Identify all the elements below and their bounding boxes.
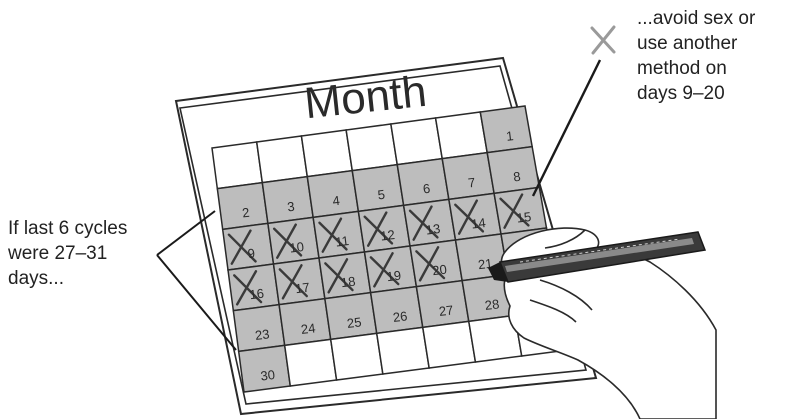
day-number: 10 [289, 239, 305, 256]
left-note-line-2: were 27–31 [8, 241, 127, 266]
left-note-line-3: days... [8, 266, 127, 291]
right-note-line-4: days 9–20 [637, 81, 755, 106]
day-number: 25 [346, 314, 362, 331]
day-number: 12 [380, 227, 396, 244]
day-number: 23 [254, 326, 270, 343]
day-number: 26 [392, 308, 408, 325]
day-number: 17 [294, 280, 310, 297]
day-number: 18 [340, 274, 356, 291]
right-note-line-2: use another [637, 31, 755, 56]
calendar-cell [346, 124, 397, 171]
calendar-cell [423, 321, 476, 368]
calendar-cell [377, 327, 429, 374]
x-mark-icon [592, 27, 614, 53]
calendar-cell [331, 333, 383, 380]
left-note-line-1: If last 6 cycles [8, 216, 127, 241]
day-number: 24 [300, 320, 316, 337]
day-number: 14 [470, 215, 486, 232]
day-number: 28 [484, 296, 500, 313]
day-number: 20 [431, 262, 447, 279]
calendar-cell [436, 112, 488, 159]
right-note-line-1: ...avoid sex or [637, 6, 755, 31]
day-number: 16 [249, 286, 265, 303]
day-number: 11 [335, 233, 350, 250]
day-number: 27 [438, 302, 454, 319]
right-note: ...avoid sex or use another method on da… [637, 6, 755, 106]
calendar-cell [257, 136, 308, 183]
left-note: If last 6 cycles were 27–31 days... [8, 216, 127, 291]
day-number: 15 [516, 209, 532, 226]
right-callout-line [533, 60, 600, 196]
right-note-line-3: method on [637, 56, 755, 81]
calendar-cell [391, 118, 442, 165]
calendar-cell [301, 130, 352, 177]
day-number: 19 [386, 268, 402, 285]
calendar-cell [285, 339, 337, 386]
day-number: 30 [260, 367, 276, 384]
day-number: 13 [425, 221, 441, 238]
calendar-cell [212, 142, 262, 189]
